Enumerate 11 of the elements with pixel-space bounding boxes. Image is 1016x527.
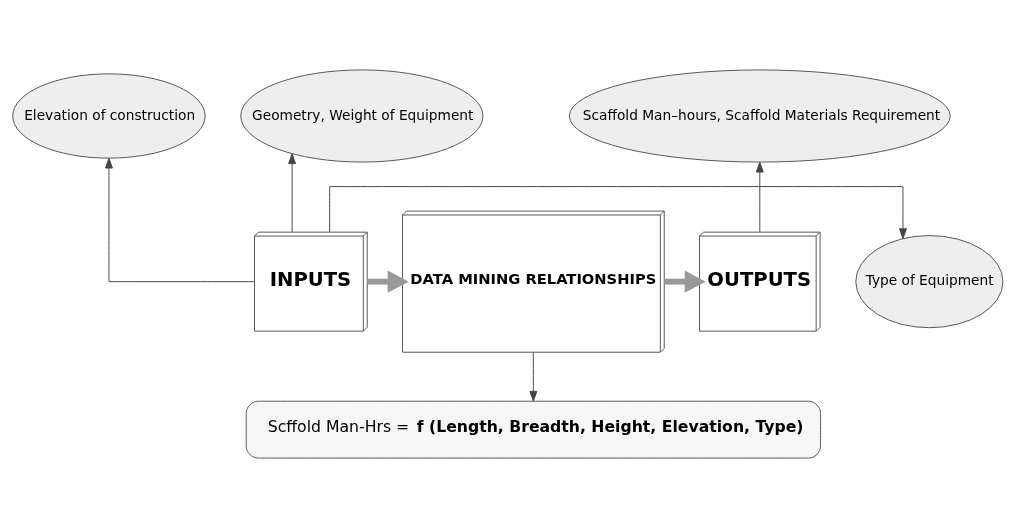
arrow (288, 152, 296, 232)
arrow (664, 270, 706, 293)
arrow (329, 185, 907, 239)
node-ellipse: Elevation of construction (12, 72, 206, 159)
arrow (755, 161, 764, 232)
node-ellipse: Scaffold Man–hours, Scaffold Materials Requirement (568, 68, 951, 163)
arrow (529, 351, 538, 402)
arrow (105, 157, 255, 282)
arrow (367, 270, 409, 293)
node-box: Scffold Man-Hrs = f (Length, Breadth, Height, Elevation, Type) (245, 400, 822, 459)
node-ellipse: Type of Equipment (855, 234, 1004, 328)
